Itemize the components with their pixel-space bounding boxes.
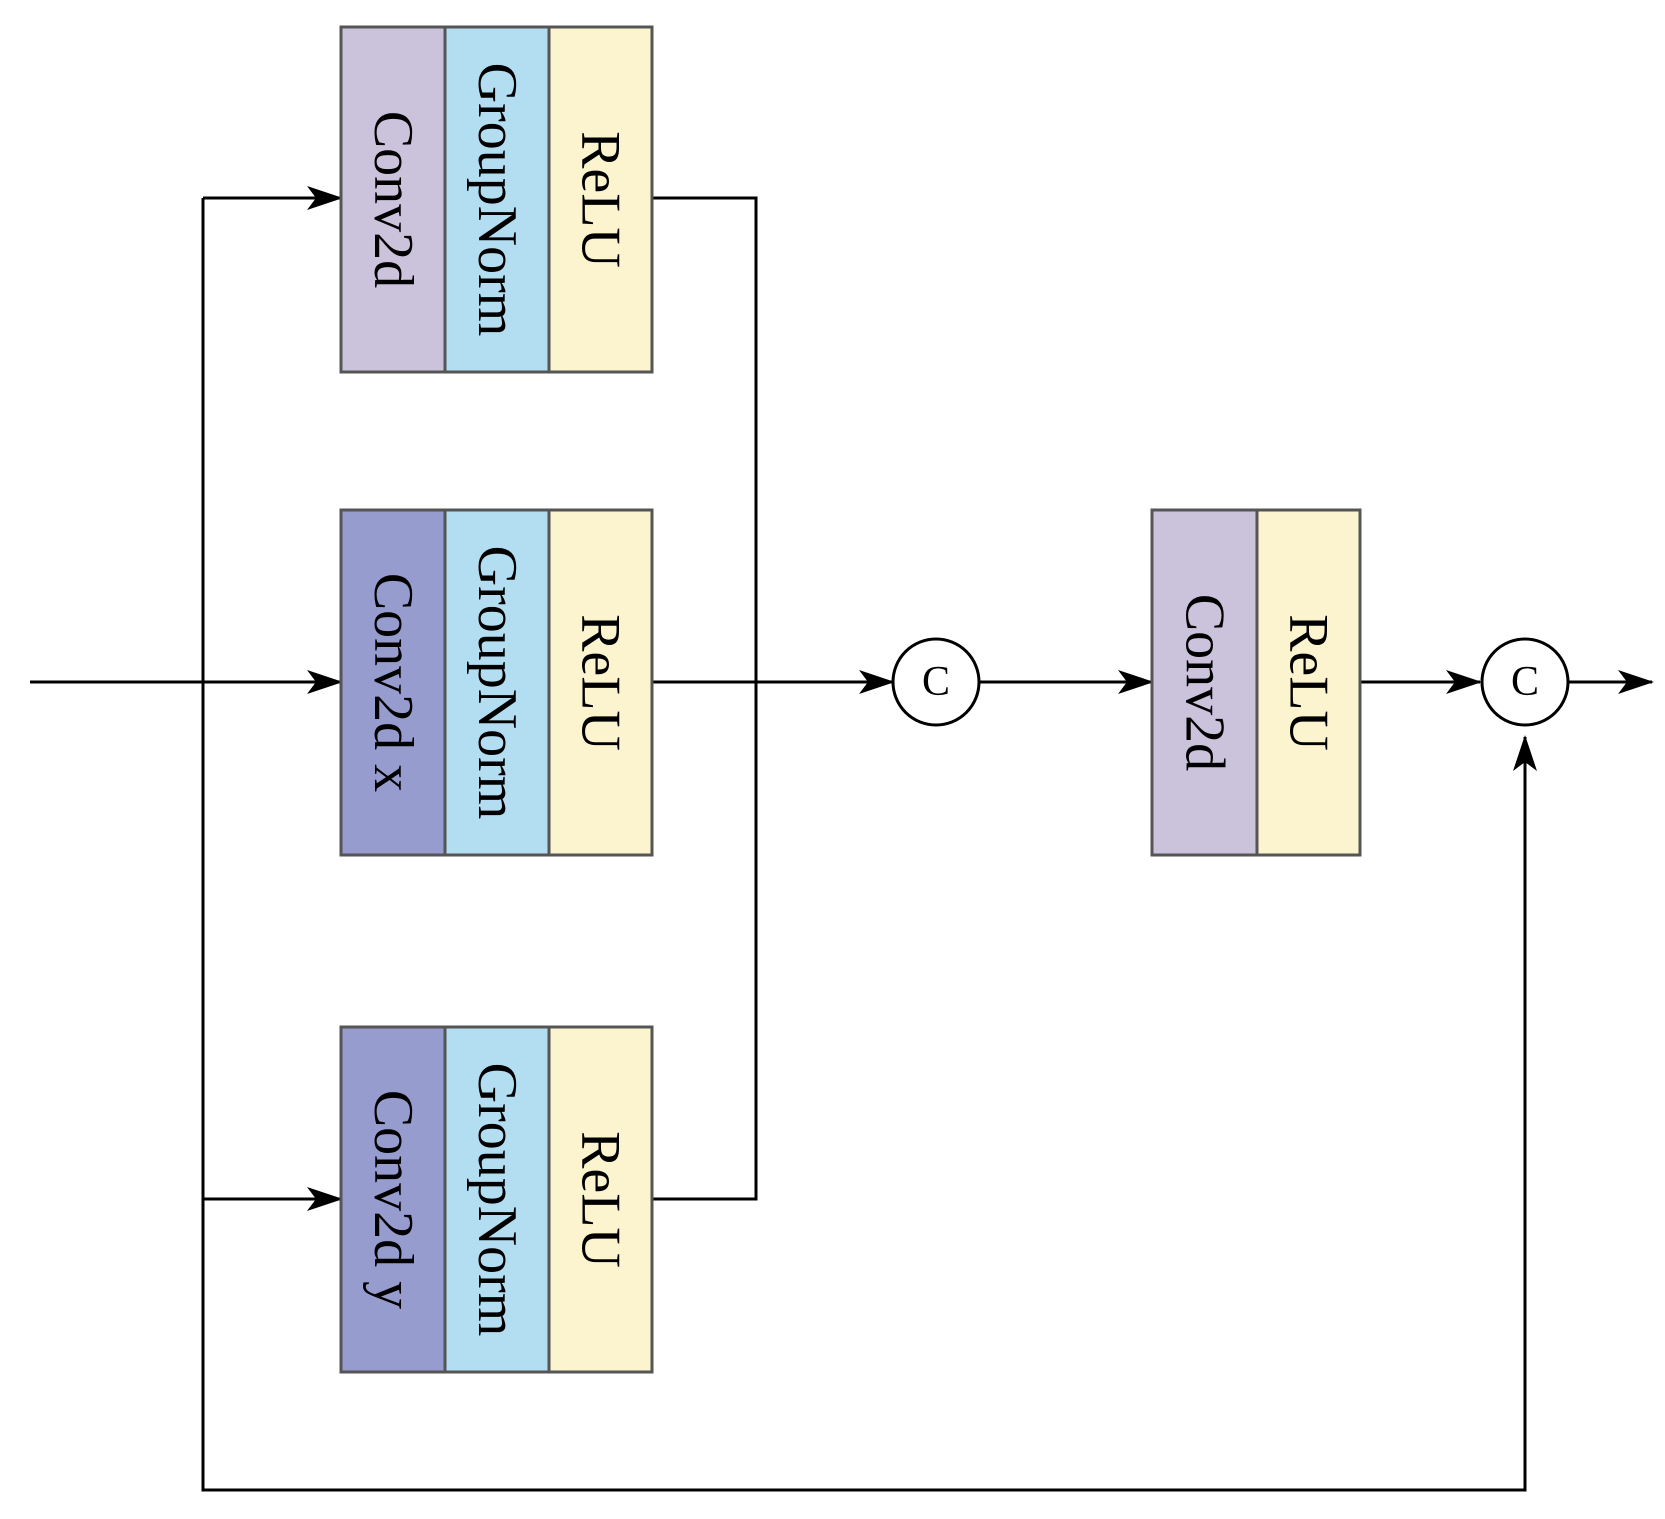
branch-bottom: Conv2d y GroupNorm ReLU [339, 1025, 654, 1374]
top-branch-output [652, 196, 758, 1201]
split-trunk [201, 198, 1537, 1492]
layer-label: ReLU [1278, 614, 1340, 751]
layer-label: GroupNorm [466, 546, 528, 820]
concat-label: C [922, 659, 950, 705]
fusion-block: Conv2d ReLU [1150, 508, 1362, 857]
concat-node-1: C [891, 637, 981, 727]
layer-label: ReLU [570, 1131, 632, 1268]
concat-node-2: C [1480, 637, 1570, 727]
layer-label: Conv2d [362, 111, 424, 288]
layer-label: Conv2d y [362, 1090, 424, 1309]
layer-label: ReLU [570, 614, 632, 751]
layer-block [339, 1025, 447, 1374]
branch-top: Conv2d GroupNorm ReLU [339, 25, 654, 374]
connections [30, 186, 1654, 1492]
layer-block [547, 508, 654, 857]
layer-label: GroupNorm [466, 63, 528, 337]
branch-middle: Conv2d x GroupNorm ReLU [339, 508, 654, 857]
layer-label: ReLU [570, 131, 632, 268]
layer-block [443, 1025, 551, 1374]
layer-label: Conv2d [1174, 594, 1236, 771]
layer-block [547, 1025, 654, 1374]
layer-block [443, 25, 551, 374]
concat-label: C [1511, 659, 1539, 705]
layer-block [1255, 508, 1362, 857]
layer-label: Conv2d x [362, 573, 424, 792]
layer-block [339, 25, 447, 374]
layer-block [547, 25, 654, 374]
layer-label: GroupNorm [466, 1063, 528, 1337]
